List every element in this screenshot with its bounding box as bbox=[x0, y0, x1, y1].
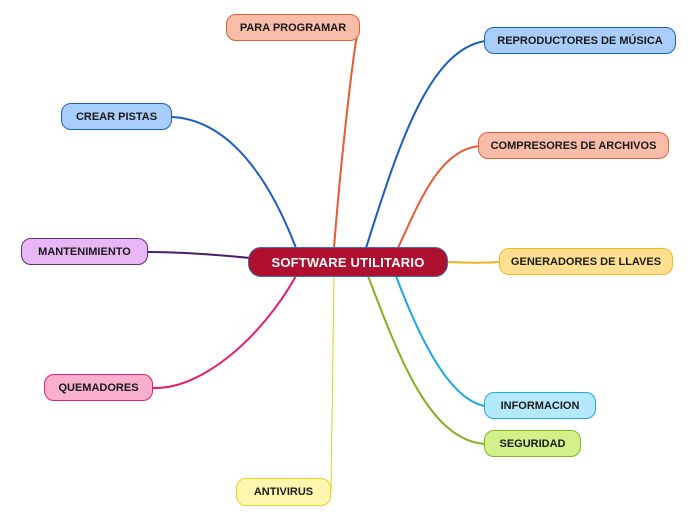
connector-compresores-de-archivos bbox=[397, 145, 480, 249]
connector-para-programar bbox=[333, 29, 359, 249]
topic-seguridad[interactable]: SEGURIDAD bbox=[484, 430, 581, 457]
topic-informacion[interactable]: INFORMACION bbox=[484, 392, 596, 419]
topic-quemadores[interactable]: QUEMADORES bbox=[44, 374, 153, 401]
central-topic[interactable]: SOFTWARE UTILITARIO bbox=[248, 247, 448, 277]
topic-antivirus[interactable]: ANTIVIRUS bbox=[236, 478, 331, 506]
topic-para-programar[interactable]: PARA PROGRAMAR bbox=[226, 14, 360, 41]
topic-crear-pistas[interactable]: CREAR PISTAS bbox=[61, 103, 172, 130]
topic-reproductores-de-musica[interactable]: REPRODUCTORES DE MÚSICA bbox=[484, 27, 676, 54]
topic-generadores-de-llaves[interactable]: GENERADORES DE LLAVES bbox=[499, 248, 673, 275]
topic-compresores-de-archivos[interactable]: COMPRESORES DE ARCHIVOS bbox=[478, 132, 669, 159]
connector-informacion bbox=[395, 275, 486, 407]
connector-reproductores-de-musica bbox=[365, 40, 486, 249]
connector-mantenimiento bbox=[147, 251, 251, 259]
connector-quemadores bbox=[152, 275, 297, 390]
topic-mantenimiento[interactable]: MANTENIMIENTO bbox=[21, 238, 148, 265]
connector-generadores-de-llaves bbox=[447, 261, 501, 264]
connector-antivirus bbox=[330, 275, 335, 493]
connector-crear-pistas bbox=[171, 116, 297, 249]
connector-seguridad bbox=[367, 275, 486, 445]
